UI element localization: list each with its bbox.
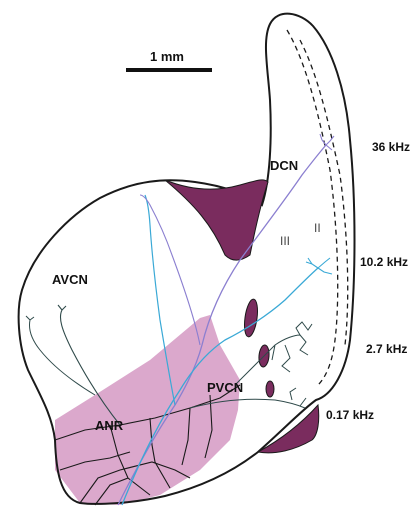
- granule-region-upper: [165, 180, 268, 260]
- layer-label-ii: II: [314, 221, 321, 235]
- scale-bar-label: 1 mm: [150, 49, 184, 64]
- region-label-avcn: AVCN: [52, 272, 88, 287]
- frequency-label-36khz: 36 kHz: [372, 140, 410, 154]
- region-label-anr: ANR: [95, 418, 124, 433]
- fiber-dark-avcn-far-left: [26, 316, 95, 395]
- anr-region: [55, 315, 240, 505]
- frequency-label-10-2khz: 10.2 kHz: [360, 255, 408, 269]
- region-label-pvcn: PVCN: [207, 380, 243, 395]
- fiber-cyan-terminal: [306, 258, 332, 274]
- frequency-label-0-17khz: 0.17 kHz: [326, 408, 374, 422]
- layer-label-iii: III: [280, 234, 290, 248]
- granule-region-small-2: [266, 381, 274, 397]
- granule-region-middle: [242, 298, 259, 337]
- granule-region-lower: [258, 405, 319, 453]
- dcn-boundary-dashed-outer: [287, 30, 338, 385]
- frequency-label-2-7khz: 2.7 kHz: [366, 342, 407, 356]
- region-label-dcn: DCN: [270, 158, 298, 173]
